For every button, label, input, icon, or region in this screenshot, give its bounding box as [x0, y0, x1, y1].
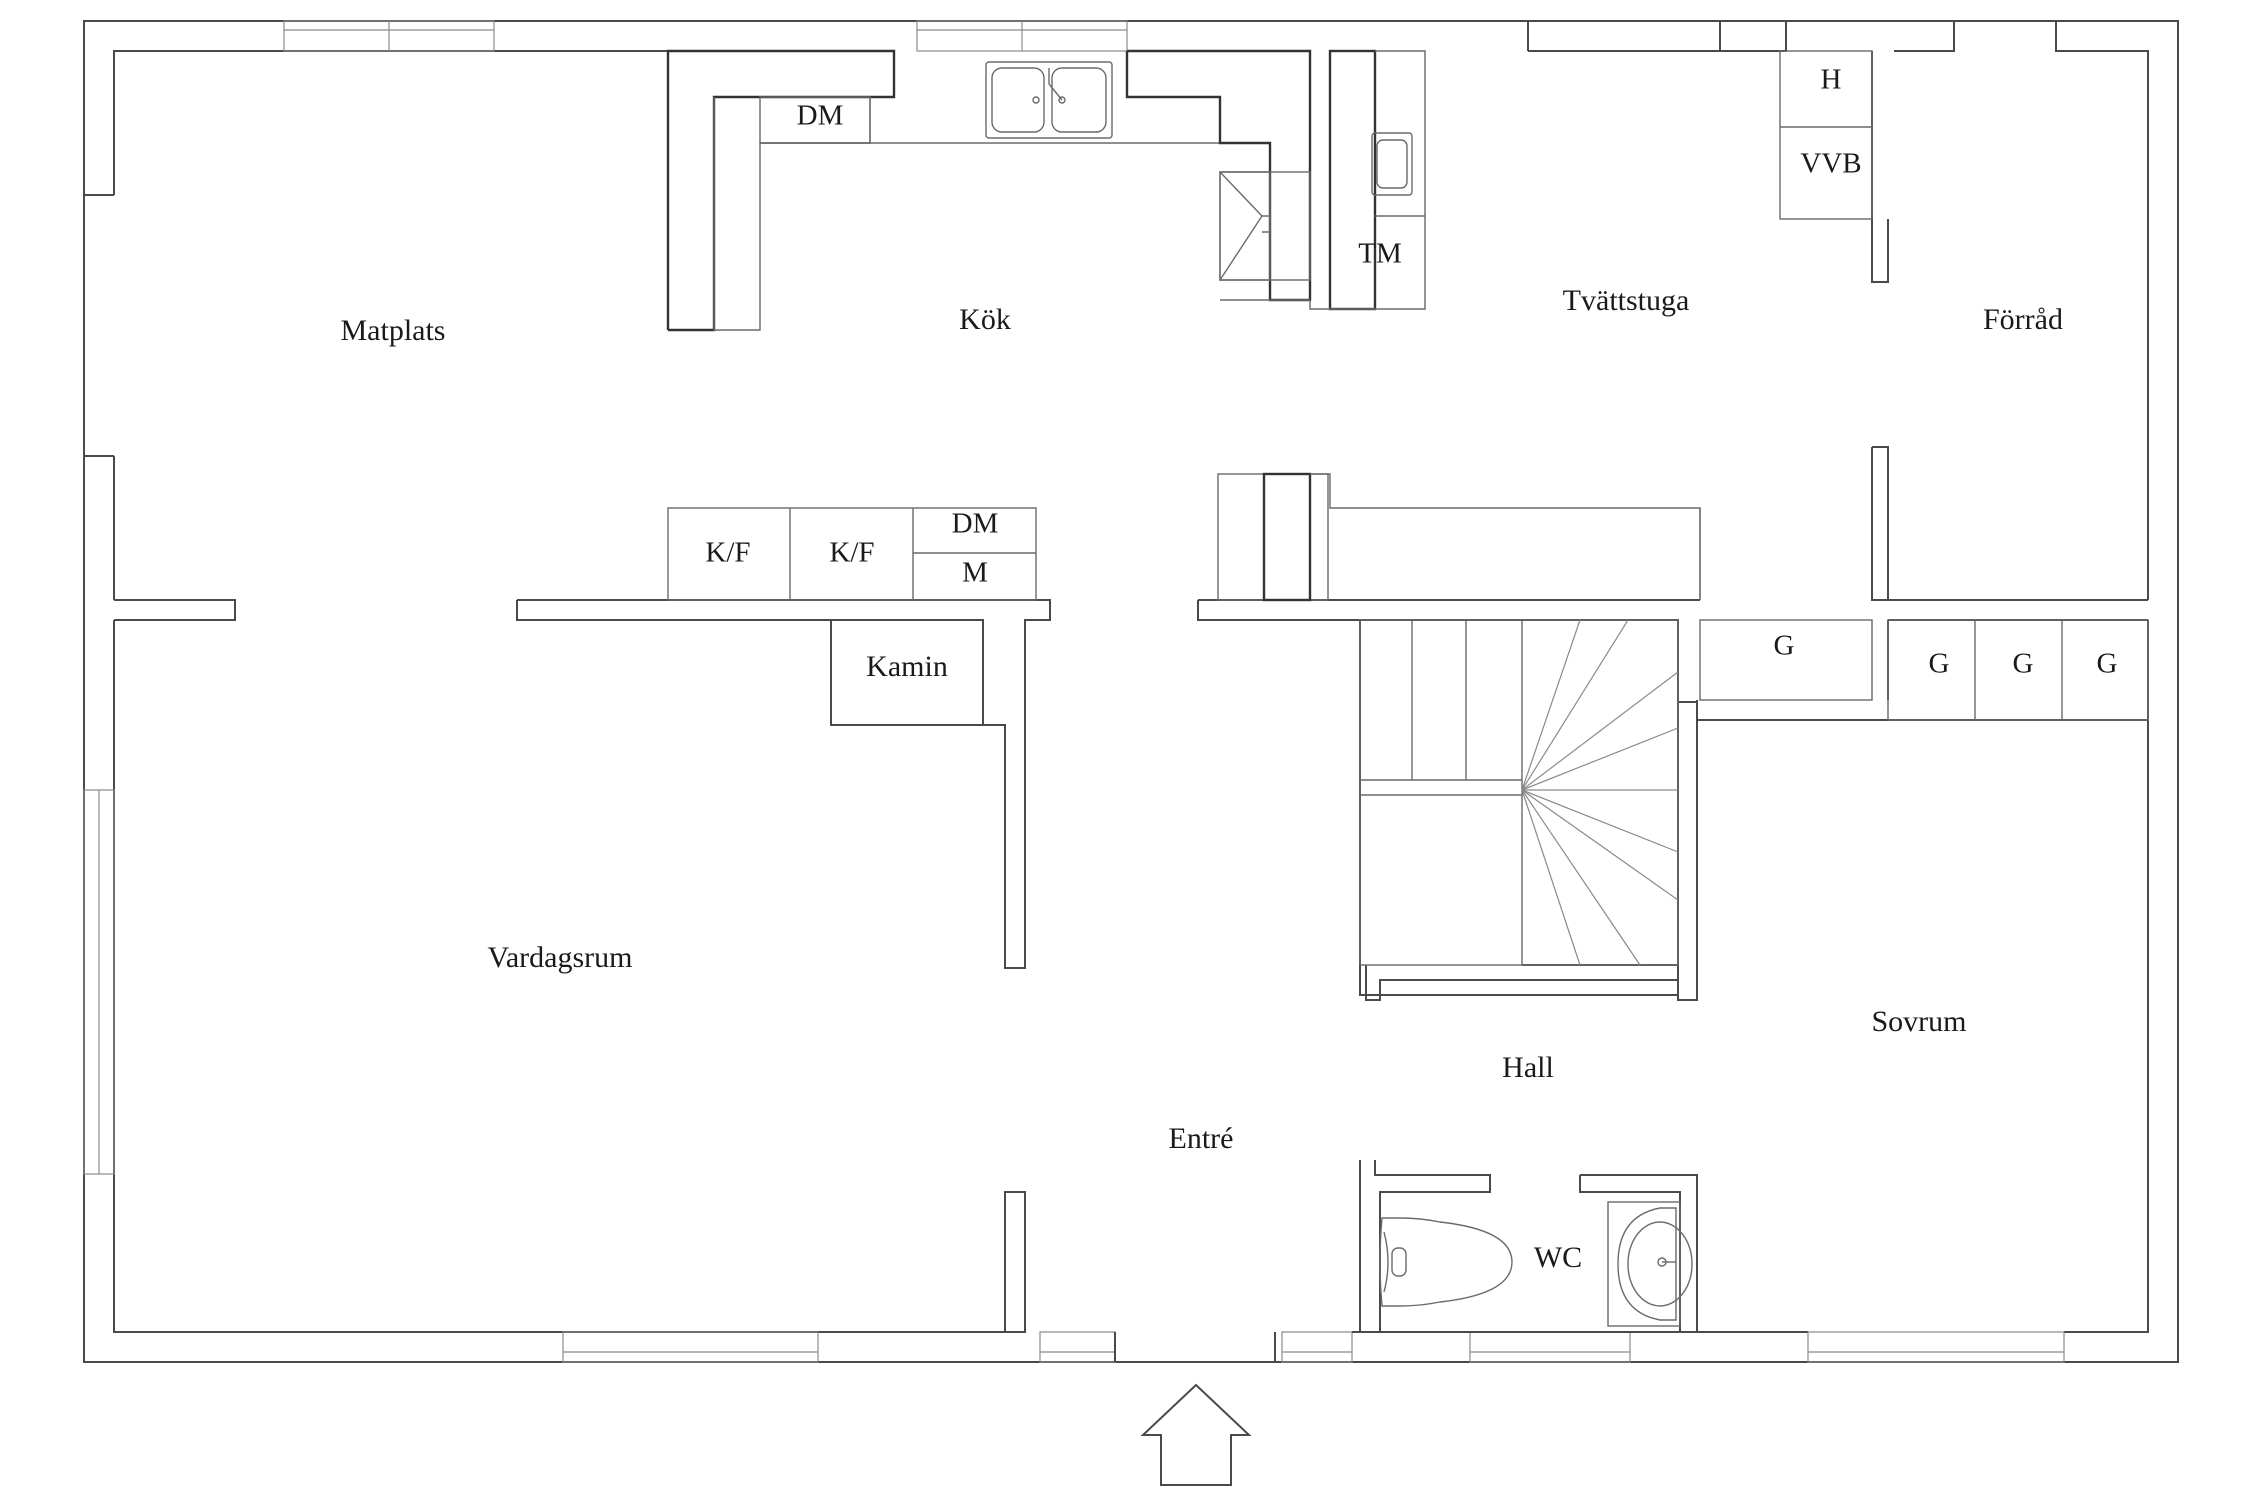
entrance-arrow-icon — [1140, 1383, 1252, 1486]
fixture-labels: DM TM H VVB K/F K/F DM M Kamin G G G G — [705, 64, 2117, 683]
fixture-label-wardrobe-2: G — [2013, 648, 2034, 680]
exterior-walls — [83, 20, 2179, 1363]
fixture-label-microwave: M — [962, 557, 988, 589]
fixture-label-fridge-freezer-1: K/F — [705, 537, 750, 569]
wc-fixtures — [1379, 1201, 1693, 1327]
fixture-label-wardrobe-3: G — [2097, 648, 2118, 680]
fixture-label-h: H — [1821, 64, 1842, 96]
room-label-forrad: Förråd — [1983, 303, 2063, 336]
room-label-sovrum: Sovrum — [1871, 1005, 1966, 1038]
staircase — [1359, 619, 1679, 966]
room-labels: Matplats Kök Tvättstuga Förråd Vardagsru… — [341, 284, 2063, 1274]
fixture-label-wardrobe-hall: G — [1774, 630, 1795, 662]
kitchen-counters — [666, 49, 1426, 332]
interior-walls — [114, 21, 2148, 1333]
room-label-tvattstuga: Tvättstuga — [1563, 284, 1690, 317]
room-label-wc: WC — [1534, 1241, 1582, 1274]
room-label-vardagsrum: Vardagsrum — [488, 941, 633, 974]
island-cabinets — [667, 472, 1701, 602]
wardrobes — [1699, 619, 2149, 721]
fixture-label-dishwasher: DM — [797, 100, 844, 132]
fixture-label-water-heater: VVB — [1800, 148, 1861, 180]
fixture-label-kamin: Kamin — [866, 650, 948, 683]
fixture-label-dryer: TM — [1358, 238, 1402, 270]
room-label-hall: Hall — [1502, 1051, 1554, 1084]
room-label-matplats: Matplats — [341, 314, 446, 347]
fixture-label-dishwasher-island: DM — [952, 508, 999, 540]
room-label-entre: Entré — [1169, 1122, 1234, 1155]
room-label-kok: Kök — [959, 303, 1011, 336]
fixture-label-fridge-freezer-2: K/F — [829, 537, 874, 569]
fixture-label-wardrobe-1: G — [1929, 648, 1950, 680]
